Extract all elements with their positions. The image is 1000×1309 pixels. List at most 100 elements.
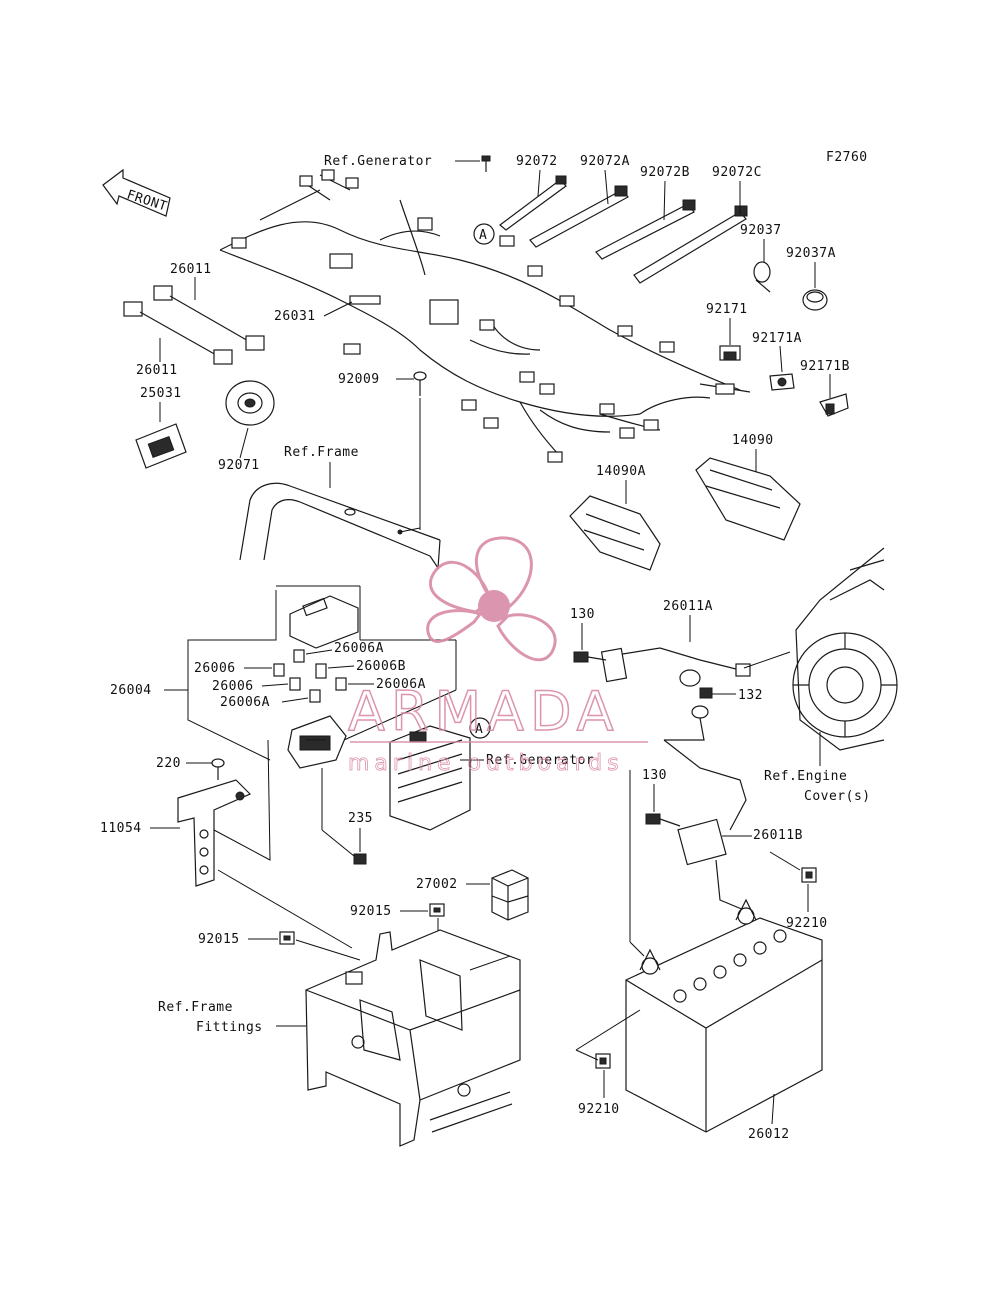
- bolt-130-top: [573, 651, 607, 663]
- cover-14090A: [569, 495, 661, 571]
- part-label-130-top: 130: [570, 607, 595, 622]
- part-label-26006-2: 26006: [212, 679, 254, 694]
- part-label-92071: 92071: [218, 458, 260, 473]
- fuse-26006A-right: [335, 677, 347, 691]
- part-label-132: 132: [738, 688, 763, 703]
- screw-235: [353, 853, 367, 865]
- part-label-130-bottom: 130: [642, 768, 667, 783]
- battery-case: [305, 929, 521, 1147]
- engine-cover: [792, 547, 898, 751]
- part-label-26006A-1: 26006A: [334, 641, 384, 656]
- watermark-tagline: marine outboards: [348, 751, 624, 776]
- part-label-220: 220: [156, 756, 181, 771]
- cover-14090: [695, 457, 801, 541]
- main-wiring-harness: [219, 169, 751, 463]
- marker-a-top: [473, 223, 495, 245]
- cable-tie-92072: [499, 175, 567, 231]
- ref-generator-mid-label: Ref.Generator: [486, 753, 594, 768]
- part-label-14090A: 14090A: [596, 464, 646, 479]
- marker-a-top-label: A: [479, 228, 487, 243]
- part-label-92171: 92171: [706, 302, 748, 317]
- fuse-26006A-top: [293, 649, 305, 663]
- clamp-92171B: [819, 393, 849, 417]
- part-label-27002: 27002: [416, 877, 458, 892]
- part-label-92072C: 92072C: [712, 165, 762, 180]
- part-label-92037A: 92037A: [786, 246, 836, 261]
- ref-frame-label: Ref.Frame: [284, 445, 359, 460]
- cable-26011-lower: [123, 301, 233, 365]
- part-label-26011B: 26011B: [753, 828, 803, 843]
- fuse-box-cover: [289, 595, 359, 649]
- part-label-92015-1: 92015: [350, 904, 392, 919]
- part-label-92171A: 92171A: [752, 331, 802, 346]
- part-label-26011A: 26011A: [663, 599, 713, 614]
- marker-a-mid-label: A: [475, 722, 483, 737]
- frame-member: [239, 482, 441, 570]
- watermark-brand: ARMADA: [348, 680, 620, 743]
- cable-tie-92072B: [595, 199, 696, 260]
- battery-26012: [625, 898, 823, 1133]
- clamp-92171A: [769, 373, 795, 391]
- regulator-rectifier: [389, 725, 471, 831]
- connector-25031: [135, 423, 187, 469]
- part-label-92009: 92009: [338, 372, 380, 387]
- pin-icon: [481, 155, 491, 172]
- part-label-92037: 92037: [740, 223, 782, 238]
- part-label-92171B: 92171B: [800, 359, 850, 374]
- screw-220: [211, 758, 225, 780]
- ref-generator-top-label: Ref.Generator: [324, 154, 432, 169]
- part-label-92210-right: 92210: [786, 916, 828, 931]
- cable-26011-upper: [153, 285, 265, 351]
- part-label-26011-top: 26011: [170, 262, 212, 277]
- part-label-92015-2: 92015: [198, 932, 240, 947]
- part-label-26031: 26031: [274, 309, 316, 324]
- cable-26011A: [600, 647, 751, 687]
- marker-a-mid: [469, 717, 491, 739]
- cable-tie-92072C: [633, 205, 748, 284]
- nut-132: [699, 687, 713, 699]
- part-label-92210-left: 92210: [578, 1102, 620, 1117]
- fuse-26006-mid: [289, 677, 301, 691]
- armada-watermark-logo: ARMADA marine outboards: [347, 536, 648, 776]
- part-label-26006A-2: 26006A: [376, 677, 426, 692]
- part-label-11054: 11054: [100, 821, 142, 836]
- part-label-235: 235: [348, 811, 373, 826]
- part-label-26012: 26012: [748, 1127, 790, 1142]
- propeller-icon: [426, 536, 557, 662]
- fuse-26006A-lower: [309, 689, 321, 703]
- clamp-92037: [753, 261, 771, 293]
- part-label-26004: 26004: [110, 683, 152, 698]
- part-label-25031: 25031: [140, 386, 182, 401]
- clamp-92037A: [802, 289, 828, 311]
- part-label-92072: 92072: [516, 154, 558, 169]
- clip-92015-2: [279, 931, 295, 945]
- ref-frame-fittings-label-2: Fittings: [196, 1020, 263, 1035]
- front-arrow-icon: FRONT: [102, 168, 171, 217]
- bracket-11054: [177, 779, 252, 887]
- clip-92015-1: [429, 903, 445, 917]
- figure-code: F2760: [826, 150, 868, 165]
- grommet-92071: [225, 380, 275, 426]
- clamp-92171: [719, 345, 741, 361]
- part-label-26006A-3: 26006A: [220, 695, 270, 710]
- part-label-92072A: 92072A: [580, 154, 630, 169]
- fuse-box-base: [287, 715, 347, 769]
- ref-frame-fittings-label-1: Ref.Frame: [158, 1000, 233, 1015]
- part-label-26006B: 26006B: [356, 659, 406, 674]
- washer-92210-right: [801, 867, 817, 883]
- ref-engine-label-1: Ref.Engine: [764, 769, 847, 784]
- part-label-26006-1: 26006: [194, 661, 236, 676]
- ref-engine-label-2: Cover(s): [804, 789, 871, 804]
- part-label-92072B: 92072B: [640, 165, 690, 180]
- screw-92009: [413, 371, 427, 396]
- cable-26011B: [663, 705, 747, 911]
- cable-tie-92072A: [529, 185, 629, 248]
- washer-92210-left: [595, 1053, 611, 1069]
- relay-27002: [491, 869, 529, 921]
- bolt-130-bottom: [645, 813, 681, 827]
- fuse-26006-left: [273, 663, 285, 677]
- fuse-26006B: [315, 663, 327, 679]
- part-label-14090: 14090: [732, 433, 774, 448]
- part-label-26011-bottom: 26011: [136, 363, 178, 378]
